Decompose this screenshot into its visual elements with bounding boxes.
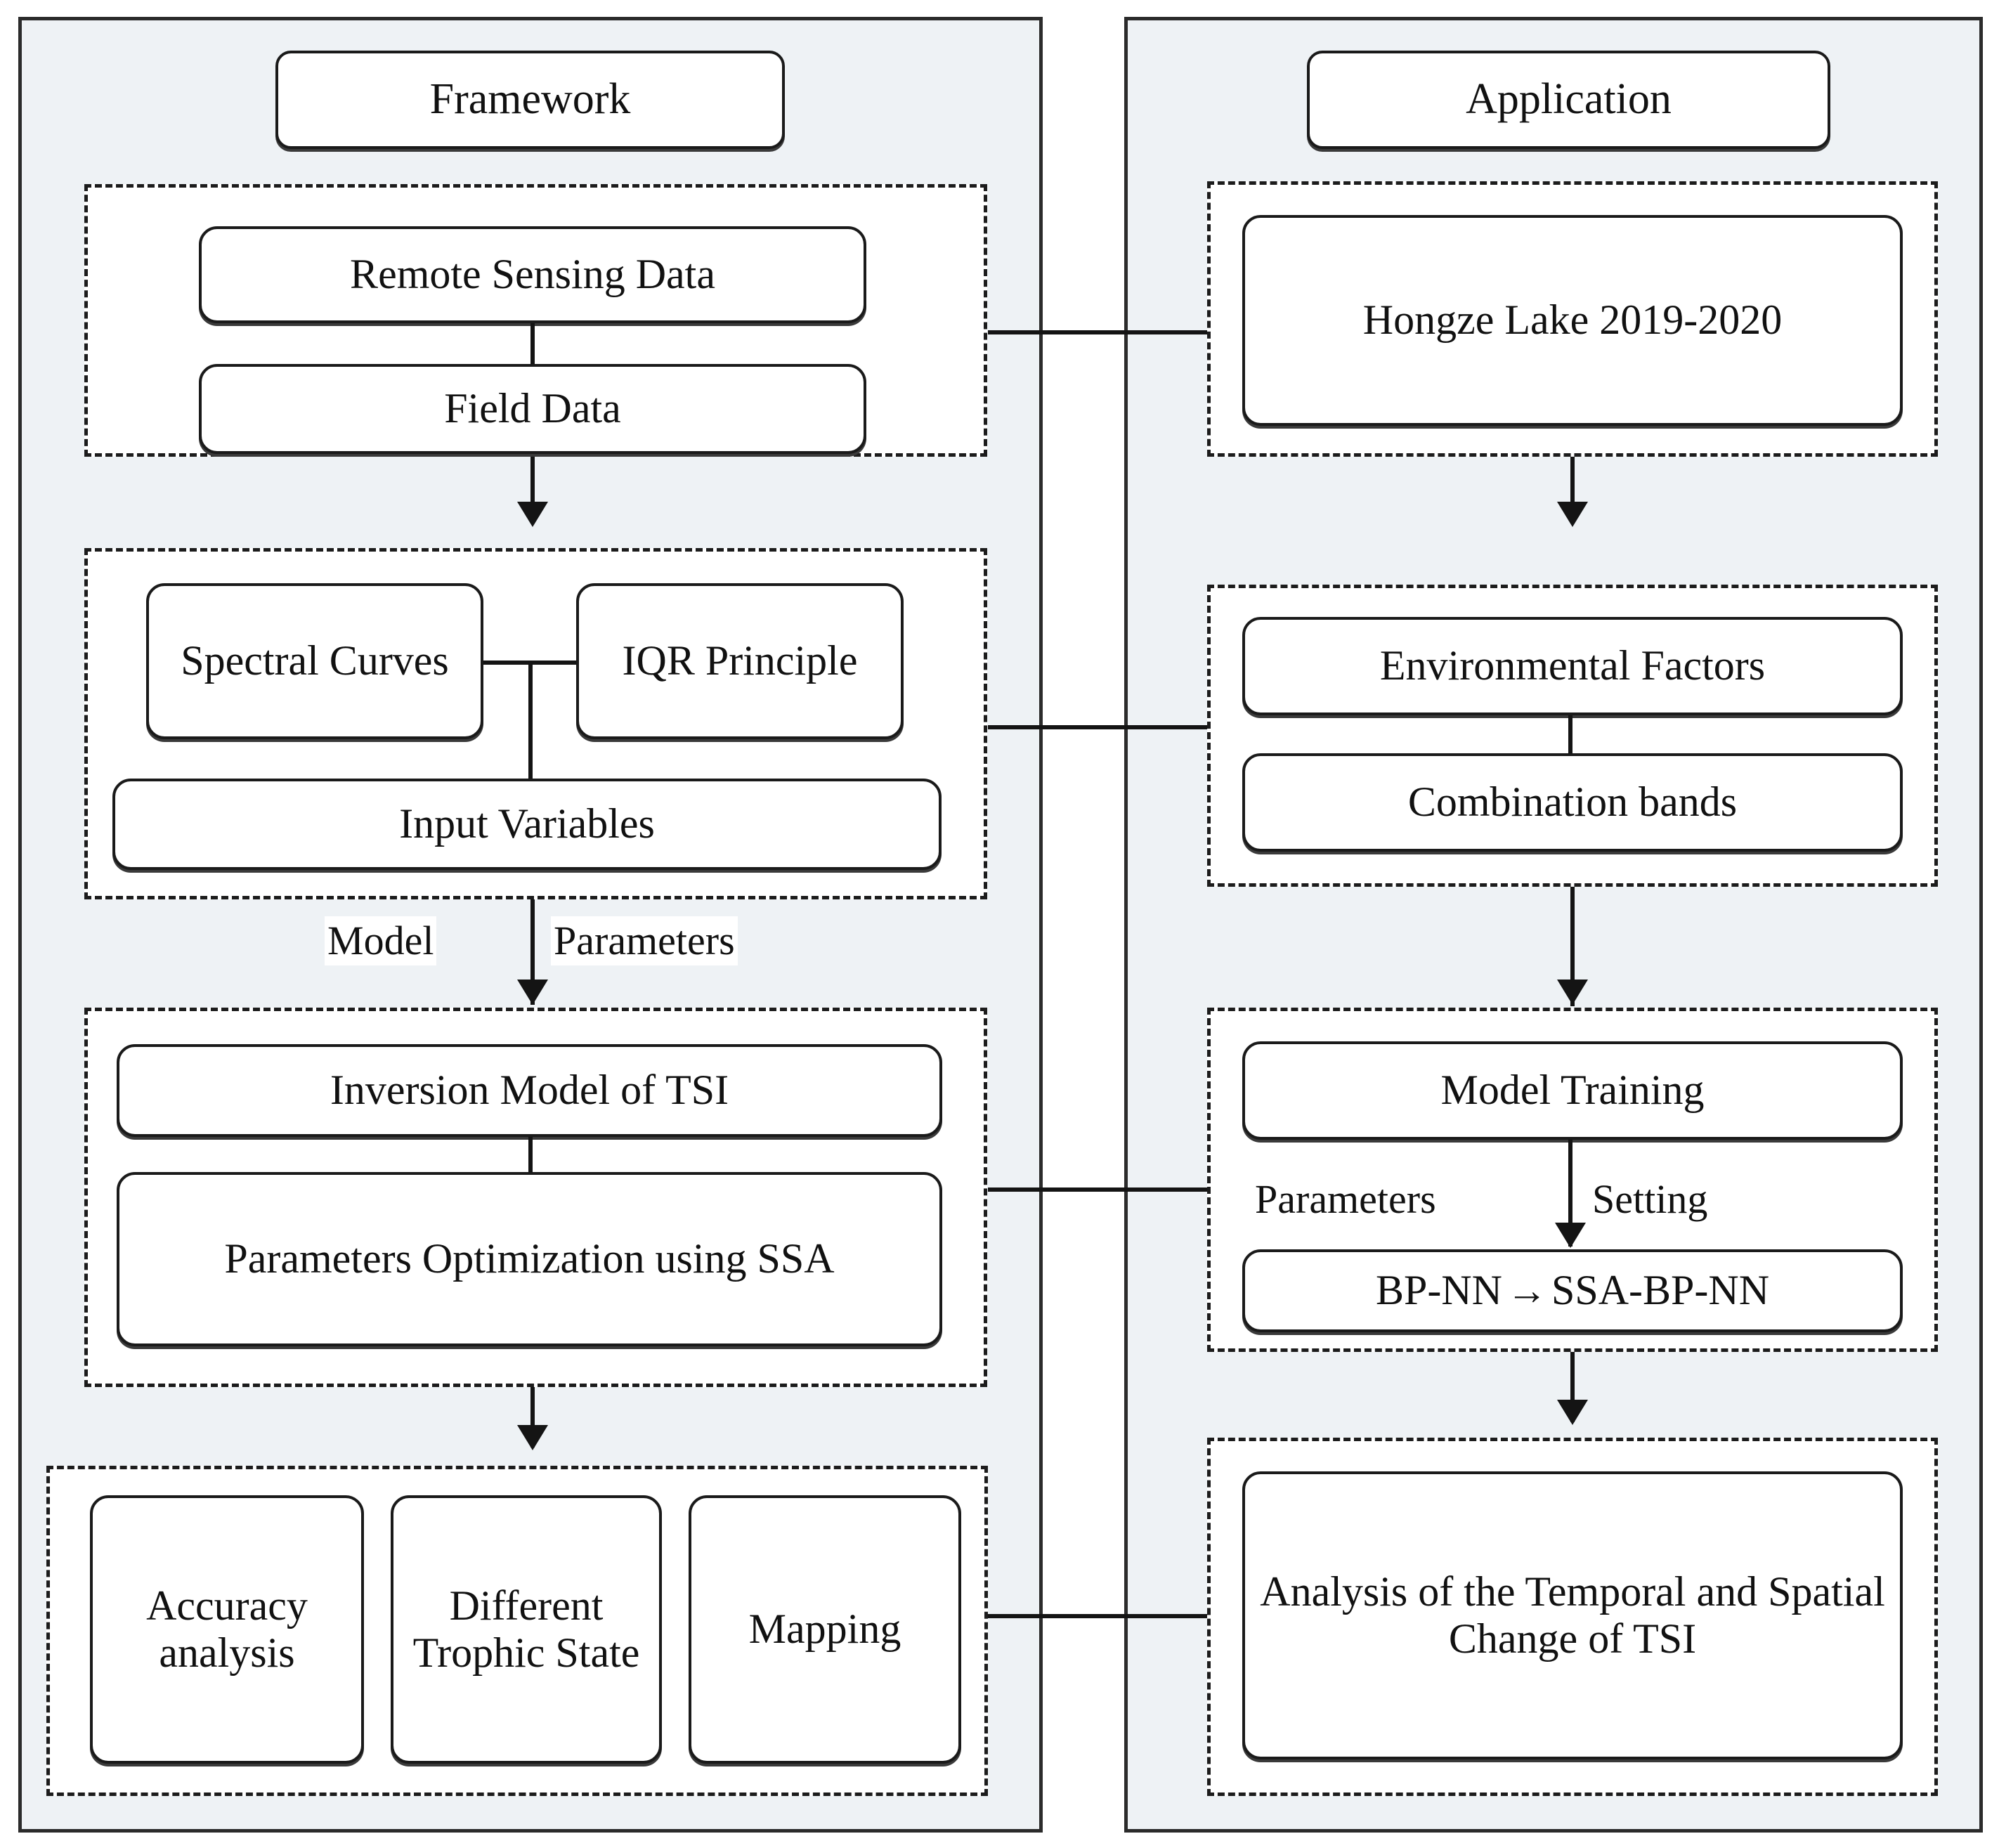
edge-label-model: Model <box>325 916 437 965</box>
connector-study-area-to-inputs <box>1570 457 1575 520</box>
edge-label-parameters: Parameters <box>551 916 738 965</box>
cross-connector-1 <box>988 330 1207 334</box>
connector-inversion-to-optimization <box>528 1137 533 1173</box>
connector-environmental-to-combination <box>1568 715 1572 755</box>
iqr-principle-node[interactable]: IQR Principle <box>576 583 904 739</box>
hongze-lake-node[interactable]: Hongze Lake 2019-2020 <box>1242 215 1903 426</box>
arrow-model-to-results-icon <box>517 1425 548 1450</box>
combination-bands-node[interactable]: Combination bands <box>1242 753 1903 852</box>
bp-nn-to-ssa-bp-nn-node[interactable]: BP-NN → SSA-BP-NN <box>1242 1249 1903 1332</box>
arrow-study-area-to-inputs-icon <box>1557 502 1588 527</box>
spectral-curves-node[interactable]: Spectral Curves <box>146 583 483 739</box>
edge-label-setting: Setting <box>1589 1175 1711 1224</box>
remote-sensing-data-node[interactable]: Remote Sensing Data <box>199 226 866 323</box>
framework-header-node[interactable]: Framework <box>275 51 785 149</box>
connector-data-to-variables <box>530 457 535 520</box>
different-trophic-state-node[interactable]: Different Trophic State <box>391 1495 662 1764</box>
bp-nn-label: BP-NN <box>1375 1267 1502 1314</box>
accuracy-analysis-node[interactable]: Accuracy analysis <box>90 1495 364 1764</box>
inversion-model-tsi-node[interactable]: Inversion Model of TSI <box>117 1044 942 1137</box>
connector-remote-to-field <box>530 323 535 364</box>
cross-connector-3 <box>988 1187 1207 1192</box>
environmental-factors-node[interactable]: Environmental Factors <box>1242 617 1903 715</box>
cross-connector-4 <box>988 1614 1207 1618</box>
arrow-training-to-analysis-icon <box>1557 1400 1588 1425</box>
connector-variables-to-model <box>530 899 535 1005</box>
arrow-training-to-network-icon <box>1555 1223 1586 1248</box>
ssa-bp-nn-label: SSA-BP-NN <box>1551 1267 1770 1314</box>
arrow-variables-to-model-icon <box>517 980 548 1005</box>
analysis-temporal-spatial-tsi-node[interactable]: Analysis of the Temporal and Spatial Cha… <box>1242 1471 1903 1759</box>
application-header-node[interactable]: Application <box>1307 51 1830 149</box>
field-data-node[interactable]: Field Data <box>199 364 866 454</box>
connector-inputs-to-training <box>1570 887 1575 1006</box>
connector-model-to-results <box>530 1387 535 1447</box>
arrow-inputs-to-training-icon <box>1557 980 1588 1005</box>
connector-training-to-analysis <box>1570 1352 1575 1422</box>
mapping-node[interactable]: Mapping <box>689 1495 961 1764</box>
right-arrow-icon: → <box>1506 1268 1547 1313</box>
arrow-data-to-variables-icon <box>517 502 548 527</box>
cross-connector-2 <box>988 725 1207 729</box>
edge-label-parameters-2: Parameters <box>1252 1175 1439 1224</box>
connector-join-to-input-variables <box>528 661 533 780</box>
parameters-optimization-ssa-node[interactable]: Parameters Optimization using SSA <box>117 1172 942 1346</box>
connector-training-to-network <box>1568 1140 1572 1247</box>
model-training-node[interactable]: Model Training <box>1242 1041 1903 1140</box>
input-variables-node[interactable]: Input Variables <box>112 779 942 870</box>
